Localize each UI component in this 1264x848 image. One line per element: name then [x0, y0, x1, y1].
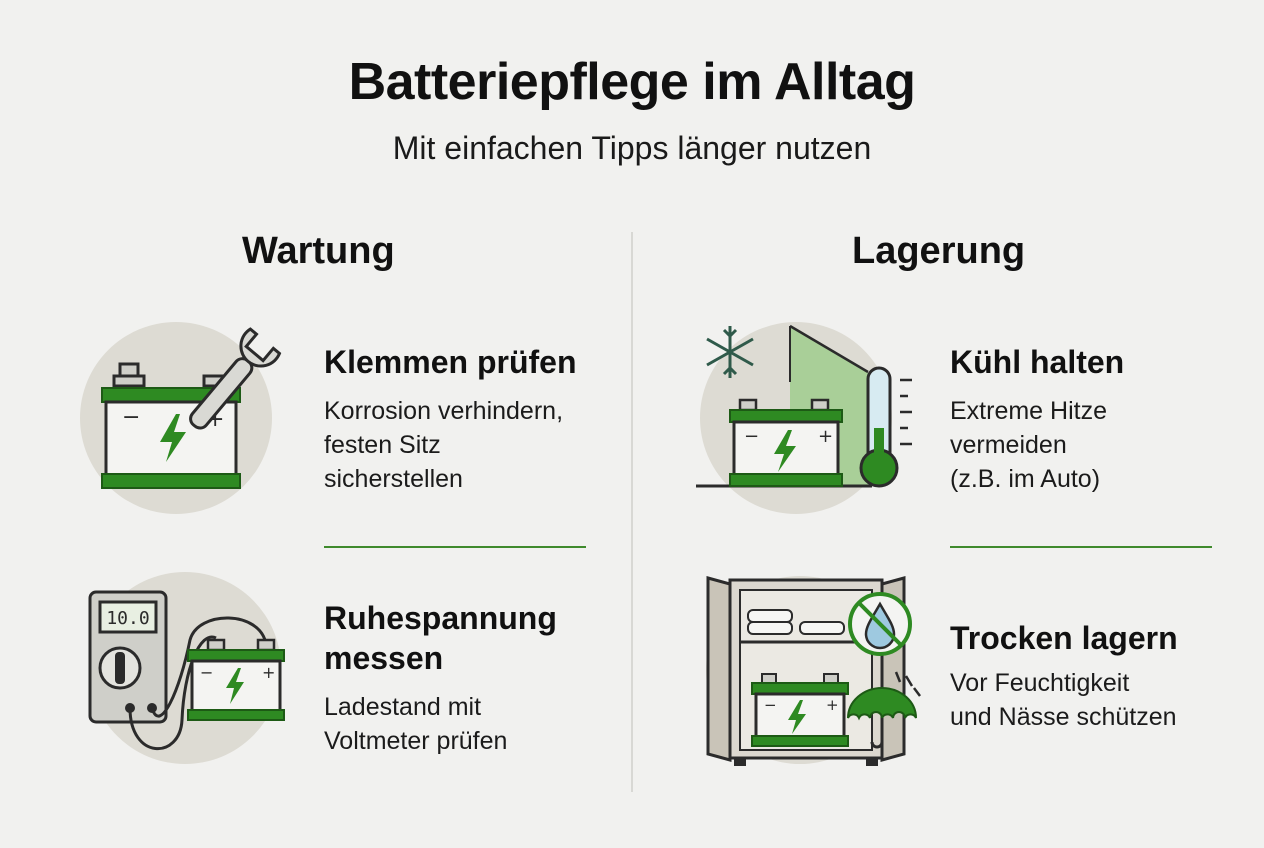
battery-thermometer-snowflake-icon: − + — [696, 322, 912, 514]
snowflake-icon — [706, 326, 754, 378]
multimeter-battery-icon: 10.0 − + — [88, 572, 285, 764]
svg-text:−: − — [764, 696, 777, 714]
tip-description: Extreme Hitze vermeiden (z.B. im Auto) — [950, 397, 1107, 493]
svg-text:+: + — [262, 663, 275, 682]
page-title: Batteriepflege im Alltag — [348, 53, 916, 111]
no-water-icon — [848, 592, 912, 656]
thermometer-icon — [859, 366, 912, 488]
umbrella-icon — [847, 671, 921, 749]
page-subtitle: Mit einfachen Tipps länger nutzen — [392, 130, 872, 166]
column-heading-lagerung: Lagerung — [852, 230, 1026, 272]
tip-title: Kühl halten — [950, 344, 1125, 380]
battery-wrench-icon: − + — [80, 322, 282, 514]
section-separator — [950, 546, 1212, 548]
tip-description: Korrosion verhindern, festen Sitz sicher… — [324, 397, 564, 493]
svg-text:+: + — [826, 696, 839, 714]
svg-text:+: + — [818, 426, 833, 447]
tip-description: Ladestand mit Voltmeter prüfen — [324, 693, 508, 755]
tip-title: Ruhespannung messen — [324, 600, 557, 676]
column-heading-wartung: Wartung — [242, 230, 395, 272]
svg-text:−: − — [200, 663, 213, 682]
cabinet-battery-umbrella-icon: − + — [706, 576, 921, 766]
column-divider — [631, 232, 633, 792]
tip-title: Trocken lagern — [950, 620, 1178, 656]
tip-title: Klemmen prüfen — [324, 344, 577, 380]
section-separator — [324, 546, 586, 548]
tip-description: Vor Feuchtigkeit und Nässe schützen — [950, 669, 1177, 731]
svg-text:−: − — [122, 405, 140, 430]
svg-text:−: − — [744, 426, 759, 447]
meter-display: 10.0 — [106, 608, 149, 629]
